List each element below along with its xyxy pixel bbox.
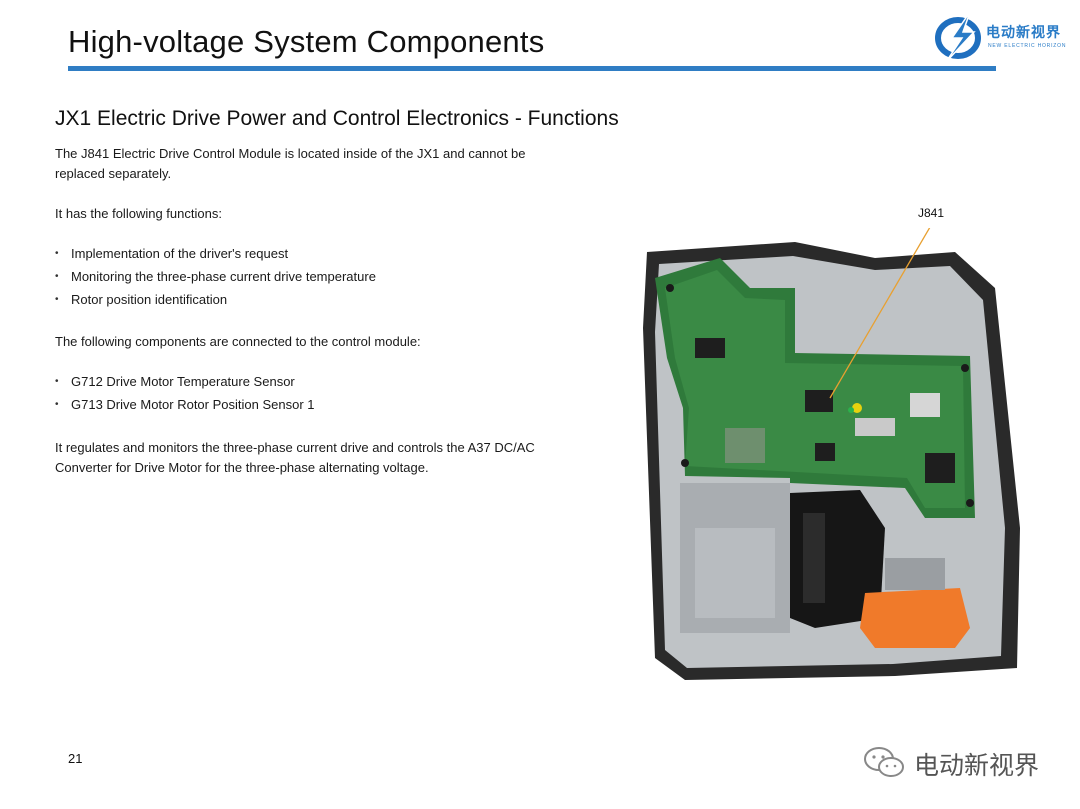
- watermark-text: 电动新视界: [914, 752, 1040, 780]
- list-item: Implementation of the driver's request: [55, 244, 376, 267]
- terminal-bracket: [885, 558, 945, 590]
- brand-logo: 电动新视界 NEW ELECTRIC HORIZON: [930, 8, 1075, 64]
- processor-chip: [805, 390, 833, 412]
- page-number: 21: [68, 751, 83, 766]
- control-module-photo: [643, 228, 1020, 680]
- logo-english-text: NEW ELECTRIC HORIZON: [988, 43, 1067, 49]
- closing-line: Converter for Drive Motor for the three-…: [55, 460, 429, 475]
- list-item: Monitoring the three-phase current drive…: [55, 267, 376, 290]
- intro-line: replaced separately.: [55, 166, 172, 181]
- functions-list: Implementation of the driver's request M…: [55, 244, 376, 313]
- screw-hole: [666, 284, 674, 292]
- components-lead: The following components are connected t…: [55, 334, 421, 349]
- chat-bubble-icon: [864, 747, 904, 777]
- list-item: Rotor position identification: [55, 290, 376, 313]
- lightning-globe-icon: [935, 11, 981, 63]
- heatsink-plate: [695, 528, 775, 618]
- screw-hole: [961, 364, 969, 372]
- ic-chip: [815, 443, 835, 461]
- list-item: G713 Drive Motor Rotor Position Sensor 1: [55, 395, 315, 418]
- marker-dot: [852, 403, 862, 413]
- screw-hole: [966, 499, 974, 507]
- components-list: G712 Drive Motor Temperature Sensor G713…: [55, 372, 315, 418]
- title-divider: [68, 66, 996, 71]
- functions-lead: It has the following functions:: [55, 206, 222, 221]
- marker-dot: [848, 407, 854, 413]
- component-cluster: [725, 428, 765, 463]
- ic-chip: [695, 338, 725, 358]
- component: [910, 393, 940, 417]
- closing-paragraph: It regulates and monitors the three-phas…: [55, 438, 535, 478]
- component: [855, 418, 895, 436]
- watermark: 电动新视界: [862, 742, 1062, 782]
- callout-leader-line: [829, 228, 931, 399]
- screw-hole: [681, 459, 689, 467]
- orange-hv-connector: [860, 588, 970, 648]
- section-heading: JX1 Electric Drive Power and Control Ele…: [55, 107, 619, 130]
- intro-paragraph: The J841 Electric Drive Control Module i…: [55, 144, 525, 184]
- logo-chinese-text: 电动新视界: [986, 24, 1061, 40]
- list-item: G712 Drive Motor Temperature Sensor: [55, 372, 315, 395]
- callout-label: J841: [918, 206, 945, 220]
- intro-line: The J841 Electric Drive Control Module i…: [55, 146, 526, 161]
- page-title: High-voltage System Components: [68, 24, 545, 59]
- closing-line: It regulates and monitors the three-phas…: [55, 440, 535, 455]
- ic-chip: [925, 453, 955, 483]
- connector-detail: [803, 513, 825, 603]
